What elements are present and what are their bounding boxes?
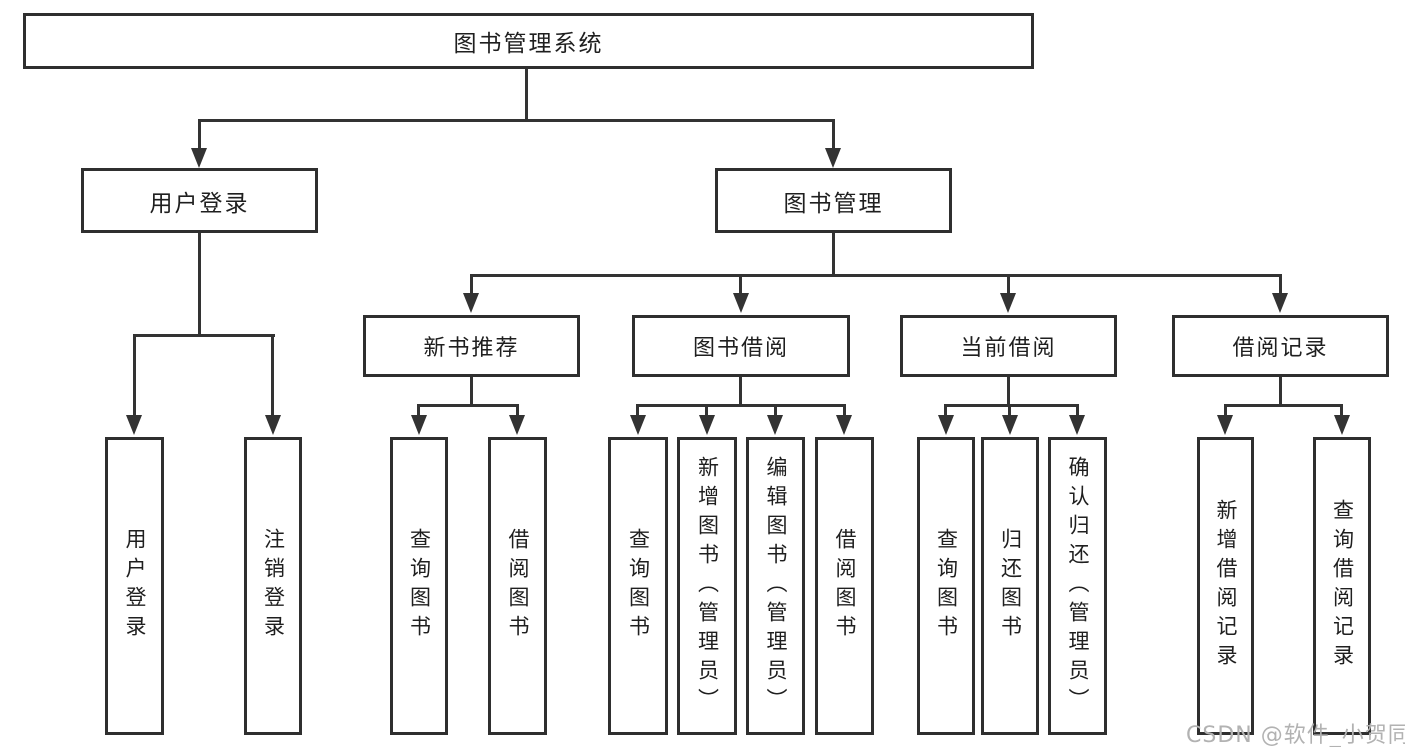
leaf-node-label: 归还图书 — [998, 528, 1023, 644]
connector-stem-leaf — [516, 404, 519, 417]
group-node-label: 借阅记录 — [1232, 336, 1329, 361]
connector-level2-split — [470, 274, 1282, 277]
connector-group-split — [417, 404, 519, 407]
connector-stem-group — [470, 274, 473, 296]
connector-stem-leaf — [1008, 404, 1011, 417]
connector-stem-book-management — [832, 119, 835, 151]
csdn-watermark: CSDN @软件_小贺同学 — [1186, 723, 1405, 747]
arrowhead — [1334, 415, 1350, 435]
arrowhead — [1272, 293, 1288, 313]
connector-stem-leaf — [1224, 404, 1227, 417]
connector-group-trunk — [470, 377, 473, 406]
arrowhead — [733, 293, 749, 313]
arrowhead — [411, 415, 427, 435]
leaf-node-label: 确认归还（管理员） — [1066, 455, 1090, 717]
root-node-library-system: 图书管理系统 — [23, 13, 1034, 69]
branch-node-user-login: 用户登录 — [81, 168, 318, 233]
connector-stem-leaf — [1076, 404, 1079, 417]
arrowhead — [265, 415, 281, 435]
arrowhead — [836, 415, 852, 435]
connector-user-login-trunk — [198, 233, 201, 337]
arrowhead — [699, 415, 715, 435]
arrowhead — [1000, 293, 1016, 313]
leaf-node-label: 借阅图书 — [833, 528, 857, 644]
arrowhead — [767, 415, 783, 435]
arrowhead — [825, 148, 841, 168]
connector-stem-leaf — [944, 404, 947, 417]
leaf-node-label: 新增借阅记录 — [1214, 499, 1238, 673]
connector-stem-leaf — [843, 404, 846, 417]
connector-stem-user-login — [198, 119, 201, 151]
leaf-node-query-book: 查询图书 — [917, 437, 975, 735]
branch-node-book-management: 图书管理 — [715, 168, 952, 233]
branch-node-label: 图书管理 — [783, 190, 884, 217]
connector-group-trunk — [1007, 377, 1010, 406]
connector-stem-leaf — [636, 404, 639, 417]
group-node-borrow-record: 借阅记录 — [1172, 315, 1389, 377]
arrowhead — [126, 415, 142, 435]
leaf-node-label: 借阅图书 — [506, 528, 530, 644]
connector-user-login-split — [133, 334, 275, 337]
leaf-node-label: 查询图书 — [934, 528, 959, 644]
leaf-node-query-borrow-record: 查询借阅记录 — [1313, 437, 1371, 735]
leaf-node-logout: 注销登录 — [244, 437, 302, 735]
connector-stem-leaf — [417, 404, 420, 417]
connector-stem-group — [739, 274, 742, 296]
leaf-node-label: 查询图书 — [626, 528, 651, 644]
leaf-node-edit-book-admin: 编辑图书（管理员） — [746, 437, 805, 735]
leaf-node-label: 用户登录 — [123, 528, 147, 644]
connector-stem-group — [1279, 274, 1282, 296]
connector-stem-leaf — [271, 334, 274, 417]
leaf-node-borrow-book: 借阅图书 — [815, 437, 874, 735]
leaf-node-user-login: 用户登录 — [105, 437, 164, 735]
connector-stem-leaf — [705, 404, 708, 417]
connector-group-trunk — [1279, 377, 1282, 406]
connector-group-split — [944, 404, 1079, 407]
leaf-node-label: 注销登录 — [261, 528, 286, 644]
arrowhead — [509, 415, 525, 435]
leaf-node-label: 新增图书（管理员） — [695, 455, 720, 717]
connector-stem-group — [1007, 274, 1010, 296]
arrowhead — [630, 415, 646, 435]
connector-group-trunk — [739, 377, 742, 406]
connector-level1-split — [198, 119, 835, 122]
leaf-node-label: 编辑图书（管理员） — [764, 455, 788, 717]
root-node-label: 图书管理系统 — [453, 31, 604, 57]
connector-stem-leaf — [1340, 404, 1343, 417]
leaf-node-label: 查询图书 — [407, 528, 432, 644]
leaf-node-label: 查询借阅记录 — [1330, 499, 1355, 673]
group-node-label: 当前借阅 — [960, 336, 1057, 361]
leaf-node-return-book: 归还图书 — [981, 437, 1039, 735]
connector-root-trunk — [525, 69, 528, 121]
arrowhead — [938, 415, 954, 435]
branch-node-label: 用户登录 — [149, 190, 250, 217]
arrowhead — [191, 148, 207, 168]
group-node-new-book-recommend: 新书推荐 — [363, 315, 580, 377]
group-node-book-borrow: 图书借阅 — [632, 315, 850, 377]
connector-group-split — [1224, 404, 1343, 407]
leaf-node-add-book-admin: 新增图书（管理员） — [677, 437, 737, 735]
connector-stem-leaf — [133, 334, 136, 417]
group-node-current-borrow: 当前借阅 — [900, 315, 1117, 377]
arrowhead — [1069, 415, 1085, 435]
group-node-label: 新书推荐 — [423, 336, 520, 361]
connector-group-split — [636, 404, 846, 407]
group-node-label: 图书借阅 — [692, 336, 789, 361]
leaf-node-confirm-return-admin: 确认归还（管理员） — [1048, 437, 1107, 735]
connector-book-management-trunk — [832, 233, 835, 277]
arrowhead — [463, 293, 479, 313]
leaf-node-query-book: 查询图书 — [390, 437, 448, 735]
arrowhead — [1002, 415, 1018, 435]
leaf-node-add-borrow-record: 新增借阅记录 — [1197, 437, 1254, 735]
leaf-node-borrow-book: 借阅图书 — [488, 437, 547, 735]
leaf-node-query-book: 查询图书 — [608, 437, 668, 735]
connector-stem-leaf — [774, 404, 777, 417]
arrowhead — [1217, 415, 1233, 435]
